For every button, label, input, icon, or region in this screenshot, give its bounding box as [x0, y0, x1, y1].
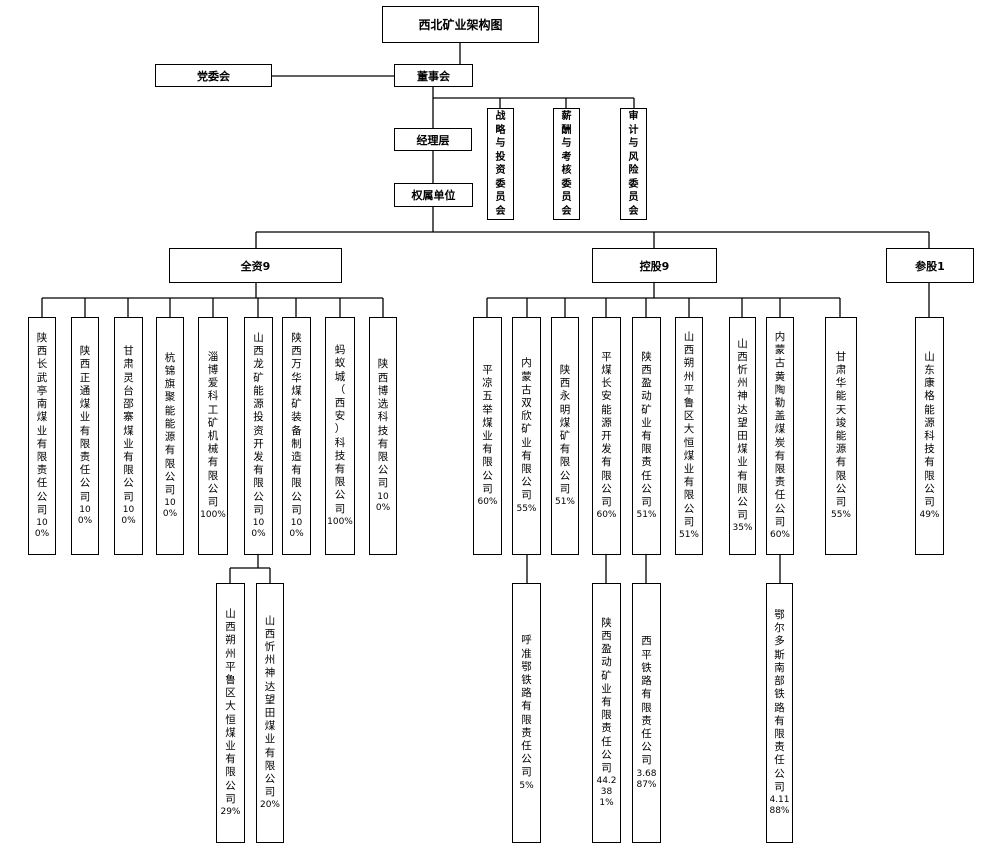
- company-share: 20%: [259, 800, 280, 811]
- group-participating-box: 参股1: [886, 248, 974, 283]
- company-share: 55%: [830, 510, 851, 521]
- company-name: 陕西长武亭南煤业有限责任公司: [36, 332, 48, 516]
- company-name: 山西龙矿能源投资开发有限公司: [253, 332, 264, 516]
- company-name: 淄博爱科工矿机械有限公司: [207, 350, 219, 509]
- company-share: 3.6887%: [636, 768, 657, 790]
- company-name: 山西忻州神达望田煤业有限公司: [264, 614, 276, 799]
- company-name: 陕西盈动矿业有限责任公司: [601, 616, 612, 775]
- company-share: 100%: [77, 504, 93, 526]
- group-participating-label: 参股1: [915, 259, 945, 273]
- company-box: 山西忻州神达望田煤业有限公司 20%: [256, 583, 284, 843]
- board-box: 董事会: [394, 64, 473, 87]
- company-name: 内蒙古双欣矿业有限公司: [521, 357, 532, 502]
- company-share: 100%: [289, 517, 304, 539]
- party-committee-box: 党委会: [155, 64, 272, 87]
- company-name: 陕西正通煤业有限责任公司: [79, 345, 91, 503]
- company-box: 山西忻州神达望田煤业有限公司 35%: [729, 317, 756, 555]
- group-controlled-label: 控股9: [639, 259, 670, 273]
- company-name: 西平铁路有限责任公司: [641, 635, 652, 767]
- company-box: 山西龙矿能源投资开发有限公司 100%: [244, 317, 273, 555]
- company-name: 山西朔州平鲁区大恒煤业有限公司: [683, 330, 695, 528]
- company-box: 山东康格能源科技有限公司 49%: [915, 317, 944, 555]
- company-name: 陕西万华煤矿装备制造有限公司: [291, 332, 302, 516]
- company-name: 山东康格能源科技有限公司: [924, 350, 935, 509]
- company-box: 杭锦旗聚能能源有限公司 100%: [156, 317, 184, 555]
- company-name: 蚂蚁城（西安）科技有限公司: [334, 344, 346, 515]
- company-share: 51%: [554, 497, 575, 508]
- company-share: 100%: [251, 517, 266, 539]
- group-wholly-owned-box: 全资9: [169, 248, 342, 283]
- committee-audit-box: 审计与风险委员会: [620, 108, 647, 220]
- committee-audit-label: 审计与风险委员会: [628, 111, 639, 217]
- company-box: 甘肃灵台邵寨煤业有限公司 100%: [114, 317, 143, 555]
- company-box: 西平铁路有限责任公司 3.6887%: [632, 583, 661, 843]
- company-box: 内蒙古黄陶勒盖煤炭有限责任公司 60%: [766, 317, 794, 555]
- company-share: 100%: [375, 491, 391, 513]
- company-name: 山西朔州平鲁区大恒煤业有限公司: [225, 607, 236, 805]
- group-controlled-box: 控股9: [592, 248, 717, 283]
- company-box: 鄂尔多斯南部铁路有限责任公司 4.1188%: [766, 583, 793, 843]
- company-name: 甘肃灵台邵寨煤业有限公司: [123, 345, 134, 503]
- group-wholly-owned-label: 全资9: [240, 259, 271, 273]
- company-share: 100%: [162, 498, 178, 520]
- company-name: 陕西博选科技有限公司: [377, 358, 389, 490]
- company-name: 甘肃华能天竣能源有限公司: [835, 350, 847, 509]
- company-box: 陕西长武亭南煤业有限责任公司 100%: [28, 317, 56, 555]
- company-share: 55%: [516, 503, 537, 514]
- company-box: 陕西盈动矿业有限责任公司 51%: [632, 317, 661, 555]
- company-share: 100%: [200, 510, 226, 521]
- company-share: 60%: [769, 530, 790, 541]
- company-share: 51%: [636, 510, 657, 521]
- company-box: 山西朔州平鲁区大恒煤业有限公司 51%: [675, 317, 703, 555]
- company-name: 山西忻州神达望田煤业有限公司: [737, 337, 748, 522]
- company-share: 60%: [477, 497, 498, 508]
- company-share: 100%: [34, 517, 50, 539]
- company-box: 陕西盈动矿业有限责任公司 44.2381%: [592, 583, 621, 843]
- party-committee-label: 党委会: [197, 69, 230, 83]
- company-share: 4.1188%: [769, 794, 790, 816]
- company-box: 淄博爱科工矿机械有限公司 100%: [198, 317, 228, 555]
- company-share: 51%: [678, 530, 699, 541]
- company-name: 杭锦旗聚能能源有限公司: [164, 351, 176, 496]
- company-share: 29%: [220, 807, 241, 818]
- company-name: 陕西永明煤矿有限公司: [559, 363, 571, 495]
- company-name: 鄂尔多斯南部铁路有限责任公司: [774, 609, 785, 793]
- company-box: 内蒙古双欣矿业有限公司 55%: [512, 317, 541, 555]
- management-box: 经理层: [394, 128, 472, 151]
- company-share: 60%: [596, 510, 617, 521]
- committee-strategy-box: 战略与投资委员会: [487, 108, 514, 220]
- company-box: 陕西万华煤矿装备制造有限公司 100%: [282, 317, 311, 555]
- company-box: 蚂蚁城（西安）科技有限公司 100%: [325, 317, 355, 555]
- company-share: 44.2381%: [596, 776, 617, 809]
- company-name: 平凉五举煤业有限公司: [482, 363, 493, 495]
- chart-title: 西北矿业架构图: [418, 18, 503, 32]
- subsidiaries-label: 权属单位: [411, 189, 456, 202]
- company-share: 100%: [327, 516, 353, 527]
- management-label: 经理层: [416, 133, 450, 147]
- company-box: 陕西博选科技有限公司 100%: [369, 317, 397, 555]
- committee-compensation-label: 薪酬与考核委员会: [561, 111, 572, 217]
- company-share: 100%: [121, 504, 136, 526]
- company-name: 呼准鄂铁路有限责任公司: [521, 634, 532, 779]
- company-name: 陕西盈动矿业有限责任公司: [641, 350, 652, 509]
- company-share: 35%: [732, 523, 753, 534]
- company-box: 陕西正通煤业有限责任公司 100%: [71, 317, 99, 555]
- company-box: 甘肃华能天竣能源有限公司 55%: [825, 317, 857, 555]
- committee-strategy-label: 战略与投资委员会: [495, 111, 506, 217]
- company-box: 山西朔州平鲁区大恒煤业有限公司 29%: [216, 583, 245, 843]
- company-box: 陕西永明煤矿有限公司 51%: [551, 317, 579, 555]
- committee-compensation-box: 薪酬与考核委员会: [553, 108, 580, 220]
- company-box: 平凉五举煤业有限公司 60%: [473, 317, 502, 555]
- chart-title-box: 西北矿业架构图: [382, 6, 539, 43]
- company-name: 内蒙古黄陶勒盖煤炭有限责任公司: [774, 330, 786, 528]
- company-box: 呼准鄂铁路有限责任公司 5%: [512, 583, 541, 843]
- company-share: 5%: [519, 780, 534, 791]
- company-box: 平煤长安能源开发有限公司 60%: [592, 317, 621, 555]
- company-share: 49%: [919, 510, 940, 521]
- board-label: 董事会: [417, 69, 450, 83]
- company-name: 平煤长安能源开发有限公司: [601, 350, 612, 509]
- subsidiaries-box: 权属单位: [394, 183, 473, 207]
